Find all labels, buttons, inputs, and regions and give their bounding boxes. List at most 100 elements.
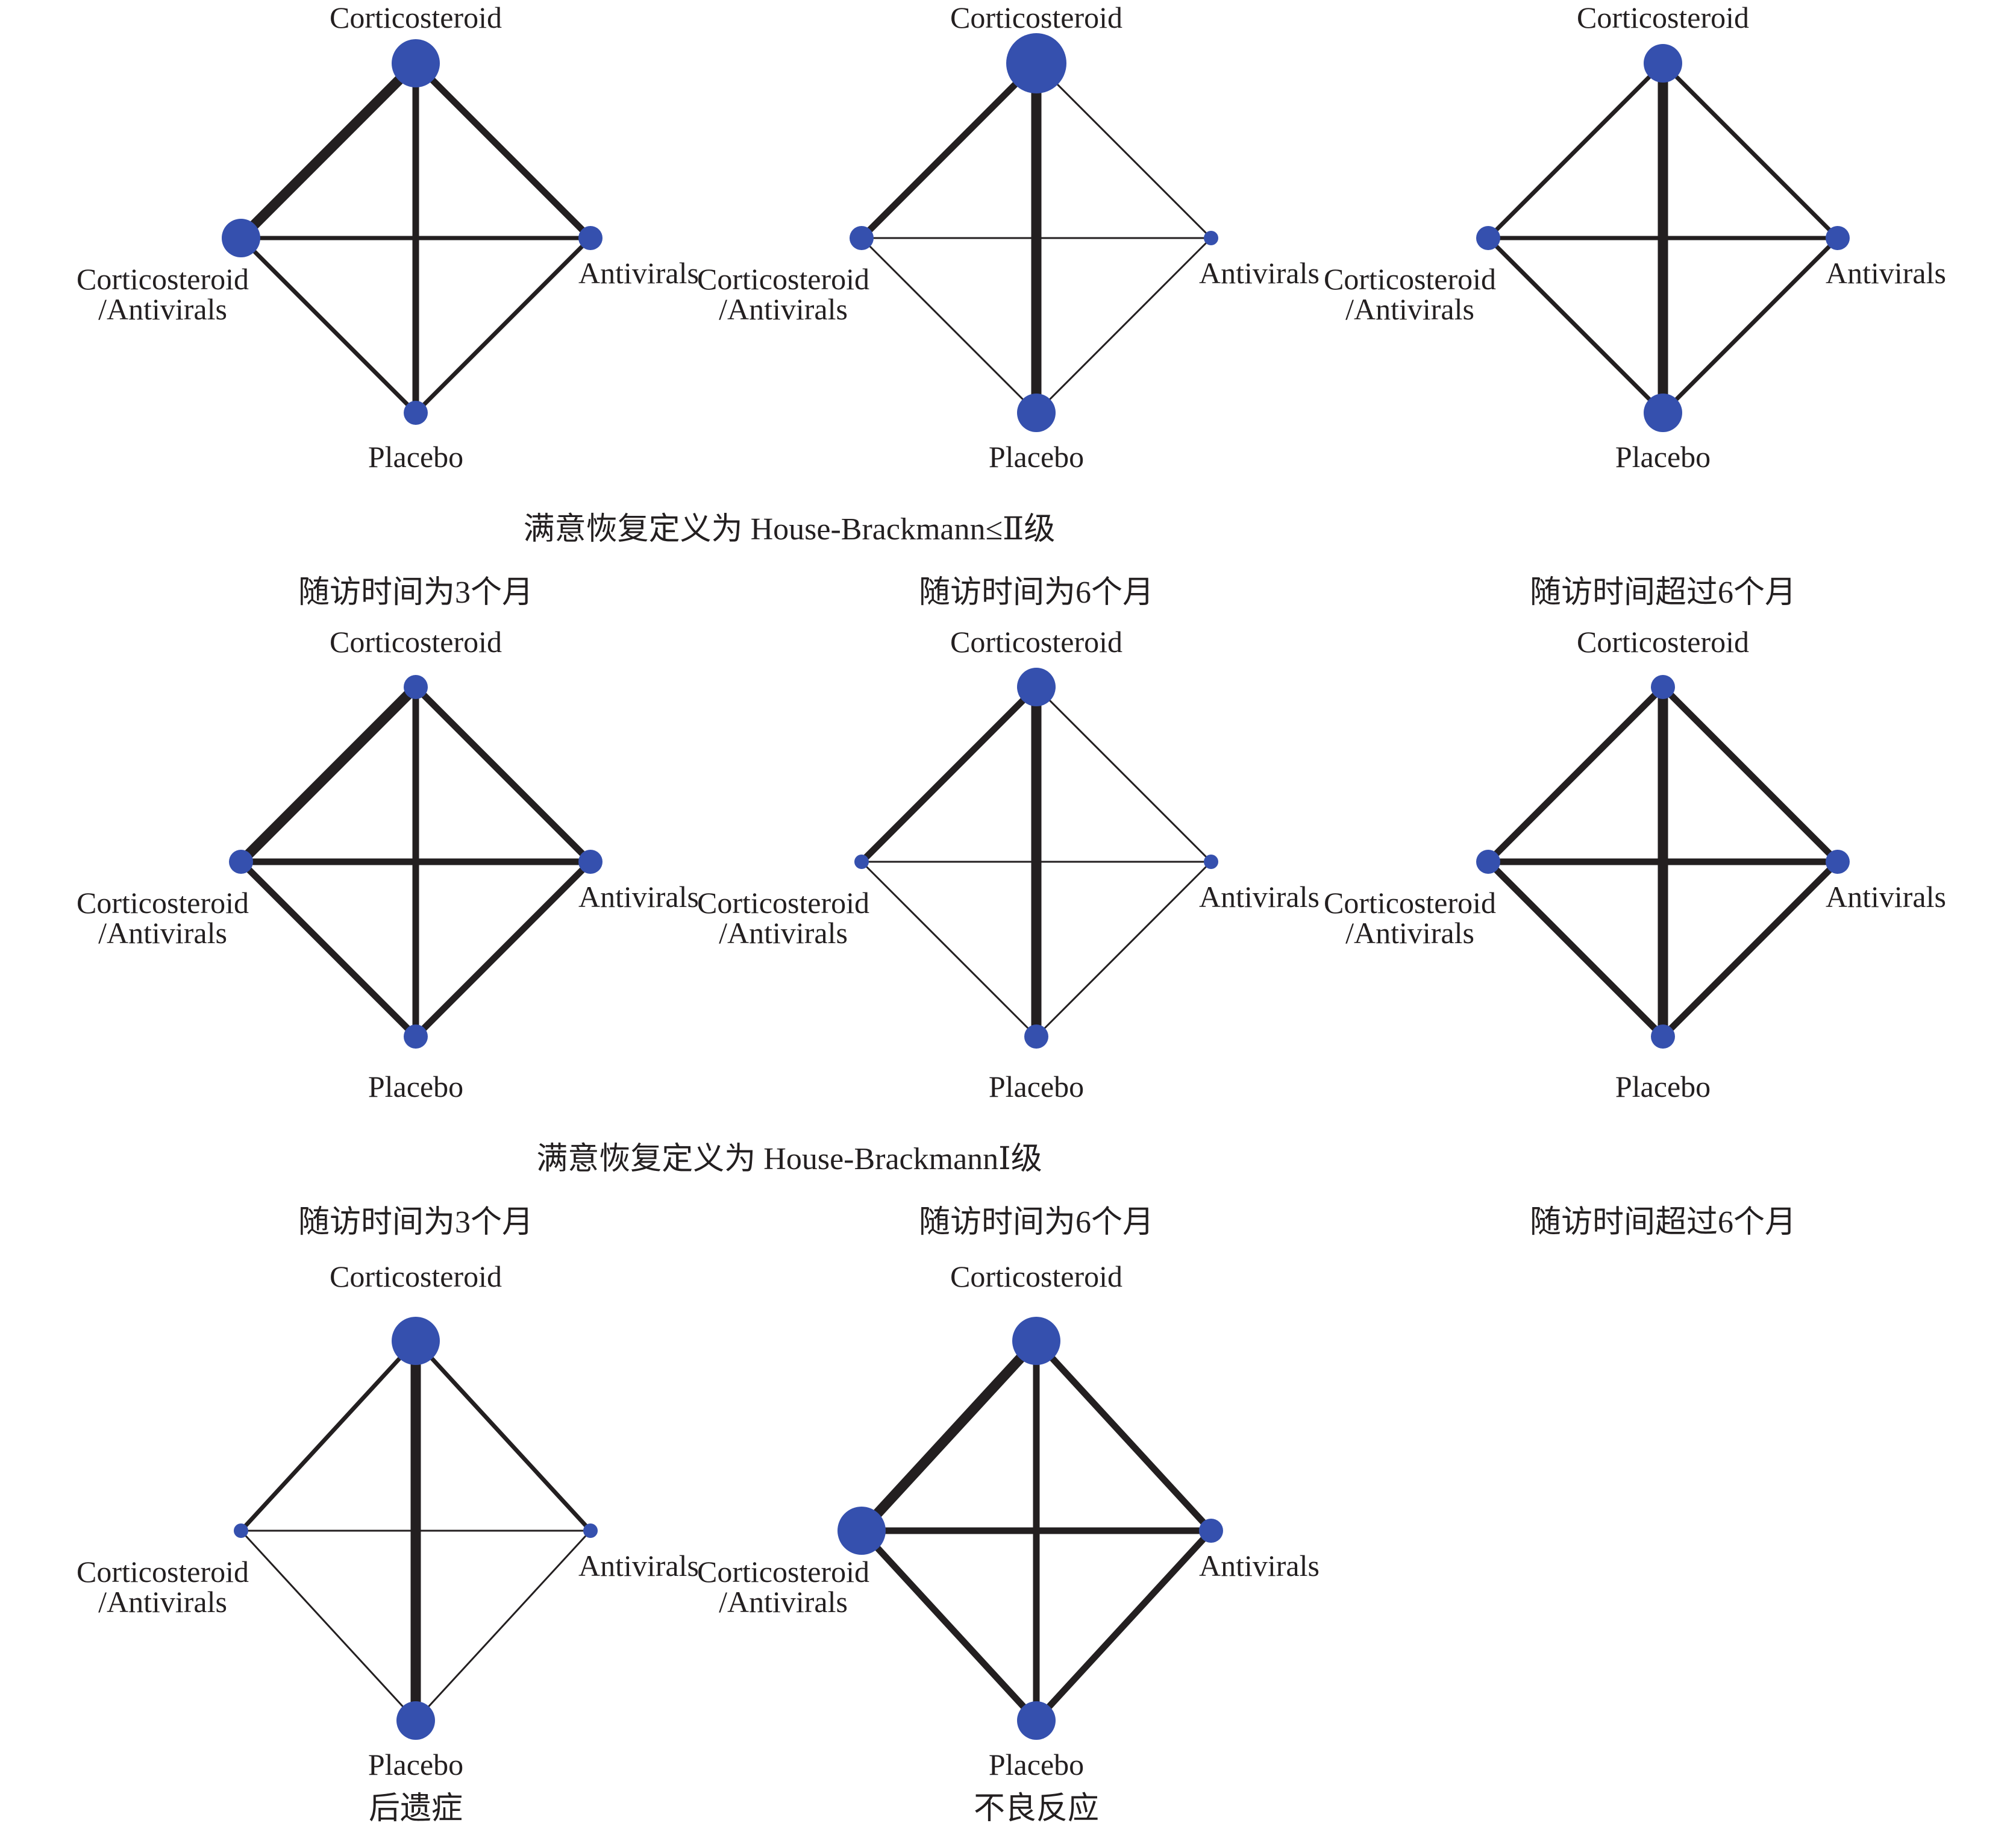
label-combo-line1: Corticosteroid (697, 1555, 869, 1589)
edge-cs-combo (857, 1337, 1041, 1534)
node-pl (404, 1024, 428, 1049)
outcome-caption: 后遗症 (369, 1792, 463, 1826)
label-combo-line1: Corticosteroid (1324, 262, 1496, 296)
edge-cs-combo (1486, 685, 1665, 864)
label-combo-line2: /Antivirals (98, 292, 227, 326)
label-placebo: Placebo (989, 1070, 1084, 1103)
follow-up-heading: 随访时间为3个月 (298, 1205, 533, 1240)
node-combo (1476, 226, 1500, 250)
node-cs (1644, 44, 1682, 83)
follow-up-heading: 随访时间超过6个月 (1530, 1205, 1796, 1240)
node-pl (1024, 1024, 1048, 1049)
edge-cs-combo (859, 685, 1039, 864)
edge-combo-pl (240, 1530, 417, 1722)
network-diagrams: CorticosteroidPlaceboAntiviralsCorticost… (77, 1, 1946, 1826)
label-combo-line1: Corticosteroid (77, 262, 249, 296)
node-combo (850, 226, 874, 250)
label-antivirals: Antivirals (578, 880, 699, 914)
label-combo-line2: /Antivirals (1345, 292, 1474, 326)
node-av (583, 1523, 598, 1538)
follow-up-heading: 随访时间为3个月 (298, 576, 533, 610)
edge-cs-combo (859, 61, 1039, 240)
label-antivirals: Antivirals (1199, 880, 1319, 914)
label-combo-line2: /Antivirals (719, 292, 848, 326)
label-combo-line1: Corticosteroid (697, 262, 869, 296)
edge-cs-combo (239, 1339, 418, 1533)
node-pl (1651, 1024, 1675, 1049)
edge-combo-pl (1486, 236, 1665, 415)
edge-combo-pl (859, 1528, 1039, 1723)
node-combo (1476, 850, 1500, 874)
label-combo-line2: /Antivirals (719, 916, 848, 950)
edge-cs-av (1035, 686, 1212, 863)
node-pl (404, 401, 428, 425)
edge-cs-av (413, 61, 593, 240)
node-combo (229, 850, 253, 874)
label-placebo: Placebo (989, 1748, 1084, 1781)
label-antivirals: Antivirals (578, 1549, 699, 1583)
node-av (1199, 1519, 1223, 1543)
label-combo-line1: Corticosteroid (1324, 886, 1496, 920)
edge-av-pl (1035, 237, 1212, 414)
edge-av-pl (1661, 236, 1839, 415)
label-corticosteroid: Corticosteroid (950, 625, 1122, 659)
node-combo (837, 1507, 886, 1555)
node-cs (1006, 33, 1066, 93)
edge-cs-av (413, 685, 593, 864)
label-antivirals: Antivirals (1826, 880, 1946, 914)
node-av (1204, 231, 1218, 245)
node-pl (1017, 394, 1056, 432)
label-placebo: Placebo (368, 440, 463, 474)
edge-combo-pl (239, 236, 418, 415)
node-cs (1012, 1317, 1060, 1365)
label-combo-line1: Corticosteroid (697, 886, 869, 920)
label-combo-line2: /Antivirals (719, 1585, 848, 1619)
edge-av-pl (1035, 861, 1212, 1038)
network-net-4: 随访时间为3个月CorticosteroidPlaceboAntiviralsC… (77, 576, 699, 1103)
node-pl (1017, 1701, 1056, 1740)
node-av (1826, 226, 1850, 250)
follow-up-heading: 随访时间为6个月 (919, 1205, 1154, 1240)
section-title-hb-le-2: 满意恢复定义为 House-Brackmann≤Ⅱ级 (524, 512, 1056, 547)
label-corticosteroid: Corticosteroid (950, 1, 1122, 34)
section-title-hb-1: 满意恢复定义为 House-BrackmannⅠ级 (536, 1142, 1042, 1176)
edge-cs-combo (1486, 61, 1665, 240)
label-placebo: Placebo (1615, 1070, 1711, 1103)
label-antivirals: Antivirals (1826, 256, 1946, 290)
label-antivirals: Antivirals (1199, 1549, 1319, 1583)
node-combo (234, 1523, 248, 1538)
label-combo-line2: /Antivirals (98, 1585, 227, 1619)
node-pl (1644, 394, 1682, 432)
edge-av-pl (415, 1530, 592, 1722)
edge-av-pl (413, 859, 593, 1039)
network-net-1: CorticosteroidPlaceboAntiviralsCorticost… (77, 1, 699, 474)
edge-combo-pl (860, 237, 1038, 414)
edge-cs-combo (237, 59, 420, 242)
follow-up-heading: 随访时间为6个月 (919, 576, 1154, 610)
label-corticosteroid: Corticosteroid (330, 625, 502, 659)
edge-av-pl (1033, 1528, 1214, 1723)
network-net-9: 随访时间超过6个月 (1530, 1205, 1796, 1240)
edge-combo-pl (239, 859, 418, 1039)
label-antivirals: Antivirals (578, 256, 699, 290)
label-combo-line1: Corticosteroid (77, 886, 249, 920)
label-combo-line2: /Antivirals (98, 916, 227, 950)
edge-cs-combo (237, 683, 420, 866)
edge-combo-pl (860, 861, 1038, 1038)
node-pl (396, 1701, 435, 1740)
edge-cs-av (414, 1339, 592, 1533)
network-net-6: 随访时间超过6个月CorticosteroidPlaceboAntivirals… (1324, 576, 1946, 1103)
node-cs (392, 39, 440, 87)
edge-cs-av (1035, 62, 1212, 239)
label-corticosteroid: Corticosteroid (950, 1260, 1122, 1293)
edge-av-pl (1661, 859, 1840, 1039)
label-placebo: Placebo (1615, 440, 1711, 474)
label-placebo: Placebo (368, 1748, 463, 1781)
label-antivirals: Antivirals (1199, 256, 1319, 290)
node-cs (392, 1317, 440, 1365)
edge-av-pl (414, 236, 592, 415)
label-placebo: Placebo (989, 440, 1084, 474)
label-combo-line1: Corticosteroid (77, 1555, 249, 1589)
